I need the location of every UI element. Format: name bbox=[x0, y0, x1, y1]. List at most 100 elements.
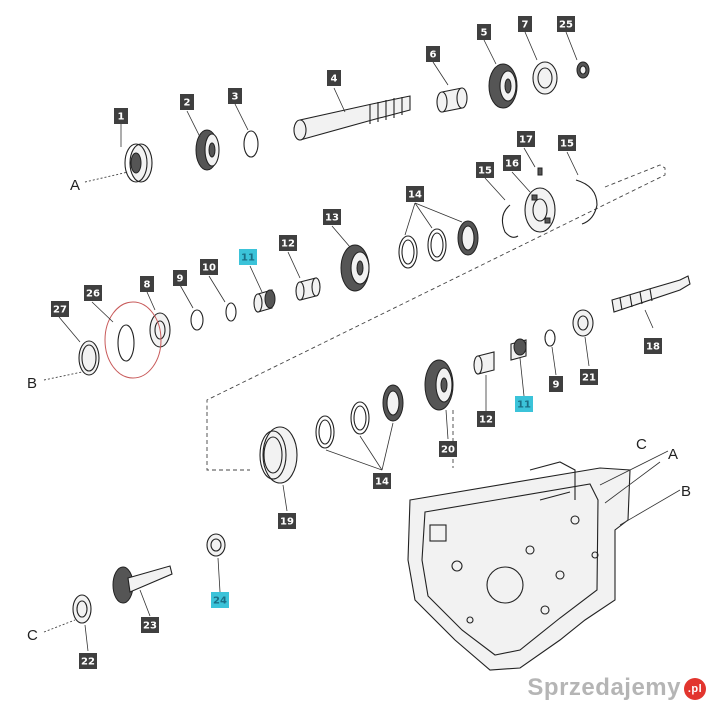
callout-6: 6 bbox=[426, 46, 440, 62]
callout-box bbox=[180, 94, 194, 110]
callout-box bbox=[558, 135, 576, 151]
callout-box bbox=[79, 653, 97, 669]
callout-12: 12 bbox=[477, 411, 495, 427]
callout-box bbox=[477, 24, 491, 40]
callout-box bbox=[84, 285, 102, 301]
dashed-guide-upper bbox=[206, 164, 666, 412]
callout-number: 13 bbox=[325, 213, 339, 224]
leader-lines bbox=[58, 31, 654, 652]
callout-15: 15 bbox=[558, 135, 576, 151]
callout-19: 19 bbox=[278, 513, 296, 529]
part-14-synchro-rings-lower bbox=[315, 384, 404, 449]
callout-11-highlighted: 11 bbox=[239, 249, 257, 265]
part-25-seal bbox=[576, 61, 590, 79]
part-11-bearing-lower bbox=[510, 338, 527, 361]
callout-box bbox=[518, 16, 532, 32]
callout-number: 2 bbox=[184, 98, 191, 109]
part-7-bearing bbox=[532, 61, 558, 95]
callout-4: 4 bbox=[327, 70, 341, 86]
callout-box bbox=[515, 396, 533, 412]
callout-26: 26 bbox=[84, 285, 102, 301]
callout-13: 13 bbox=[323, 209, 341, 225]
callout-9: 9 bbox=[549, 376, 563, 392]
callout-number: 16 bbox=[505, 159, 519, 170]
callout-box bbox=[476, 162, 494, 178]
part-19-sleeve bbox=[259, 426, 298, 484]
part-9-washer-lower bbox=[544, 329, 556, 347]
callout-9: 9 bbox=[173, 270, 187, 286]
callout-number: 22 bbox=[81, 657, 95, 668]
callout-25: 25 bbox=[557, 16, 575, 32]
callout-16: 16 bbox=[503, 155, 521, 171]
axis-line-c-left bbox=[43, 619, 76, 633]
callout-number: 21 bbox=[582, 373, 596, 384]
callout-number: 14 bbox=[375, 477, 389, 488]
letter-a-right: A bbox=[668, 446, 678, 463]
part-27-ring bbox=[78, 340, 100, 376]
callout-number: 19 bbox=[280, 517, 294, 528]
callout-box bbox=[173, 270, 187, 286]
callout-number: 6 bbox=[430, 50, 437, 61]
callout-box bbox=[228, 88, 242, 104]
part-12-sleeve-upper bbox=[295, 277, 321, 301]
gearbox-housing bbox=[407, 461, 631, 671]
part-18-shaft bbox=[611, 275, 691, 313]
callout-number: 4 bbox=[331, 74, 338, 85]
part-12-sleeve-lower bbox=[473, 351, 495, 375]
callout-number: 27 bbox=[53, 305, 67, 316]
letter-a-left: A bbox=[70, 177, 80, 194]
part-17-pin bbox=[537, 167, 543, 176]
part-21-bearing bbox=[572, 309, 594, 337]
part-13-gear bbox=[340, 244, 370, 292]
callout-number: 3 bbox=[232, 92, 239, 103]
callout-box bbox=[323, 209, 341, 225]
part-23-gear-shaft bbox=[112, 565, 173, 604]
callout-box bbox=[426, 46, 440, 62]
part-11-bearing-upper bbox=[253, 289, 276, 313]
callout-box bbox=[580, 369, 598, 385]
callout-22: 22 bbox=[79, 653, 97, 669]
watermark-text: Sprzedajemy bbox=[527, 674, 681, 701]
callout-23: 23 bbox=[141, 617, 159, 633]
callout-box bbox=[644, 338, 662, 354]
callout-number: 24 bbox=[213, 596, 227, 607]
callout-box bbox=[278, 513, 296, 529]
callout-number: 17 bbox=[519, 135, 533, 146]
callout-number: 20 bbox=[441, 445, 455, 456]
callout-1: 1 bbox=[114, 108, 128, 124]
part-10-circlip bbox=[225, 302, 237, 322]
callout-12: 12 bbox=[279, 235, 297, 251]
callout-box bbox=[141, 617, 159, 633]
callout-number: 1 bbox=[118, 112, 125, 123]
callout-box bbox=[503, 155, 521, 171]
part-20-gear bbox=[424, 359, 454, 411]
callout-box bbox=[406, 186, 424, 202]
callout-box bbox=[439, 441, 457, 457]
watermark-badge: .pl bbox=[684, 677, 706, 700]
callout-number: 9 bbox=[553, 380, 560, 391]
callout-box bbox=[373, 473, 391, 489]
letter-b-left: B bbox=[27, 375, 37, 392]
part-1-bearing bbox=[124, 143, 153, 183]
callout-box bbox=[327, 70, 341, 86]
callout-number: 25 bbox=[559, 20, 573, 31]
part-14-synchro-rings-upper bbox=[398, 220, 479, 269]
callout-10: 10 bbox=[200, 259, 218, 275]
part-26-circlip bbox=[117, 324, 135, 362]
callout-8: 8 bbox=[140, 276, 154, 292]
callout-2: 2 bbox=[180, 94, 194, 110]
axis-lines-right bbox=[599, 450, 681, 526]
callout-15: 15 bbox=[476, 162, 494, 178]
callout-24-highlighted: 24 bbox=[211, 592, 229, 608]
callout-11-highlighted: 11 bbox=[515, 396, 533, 412]
callout-20: 20 bbox=[439, 441, 457, 457]
letter-c-right: C bbox=[636, 436, 647, 453]
part-15-circlip-right bbox=[575, 179, 598, 225]
dashed-guide-lower bbox=[206, 412, 250, 471]
callout-number: 15 bbox=[478, 166, 492, 177]
callout-box bbox=[200, 259, 218, 275]
callout-number: 11 bbox=[517, 400, 531, 411]
axis-line-b-left bbox=[43, 371, 83, 381]
